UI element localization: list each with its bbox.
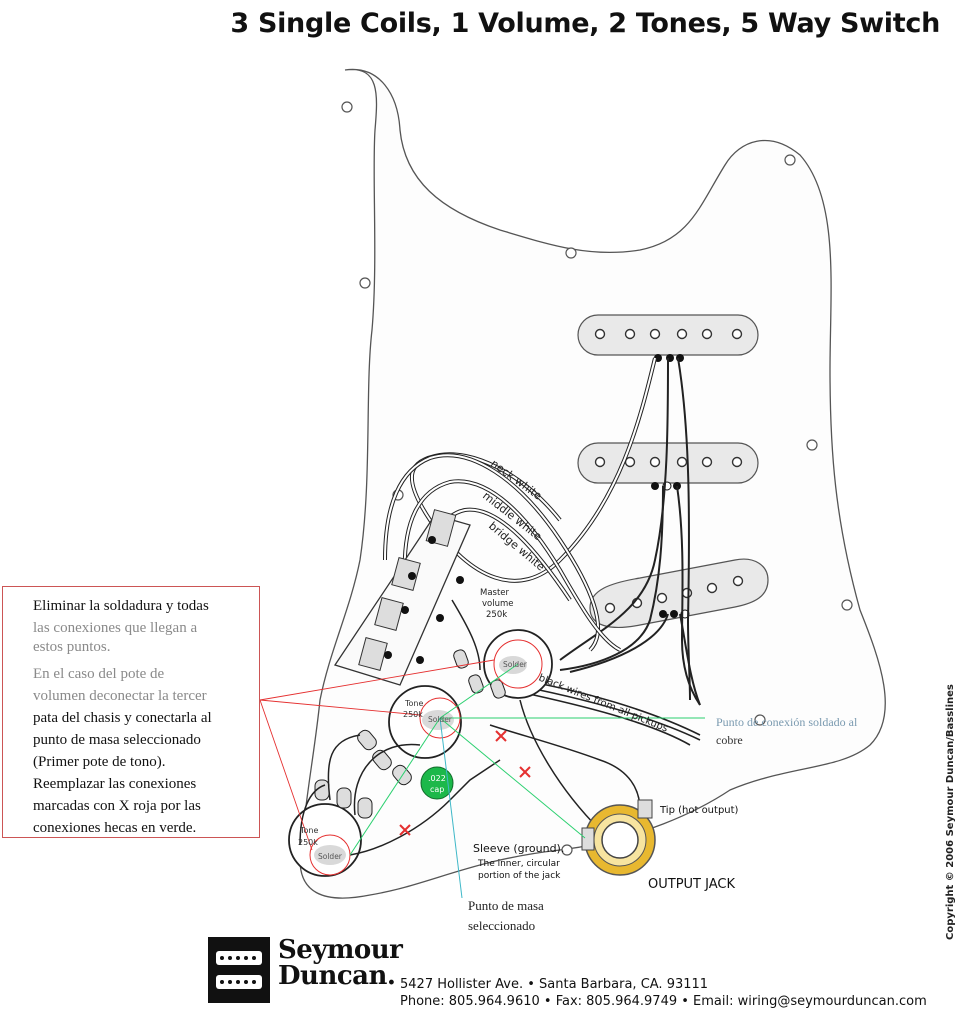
output-jack xyxy=(581,799,656,876)
master-volume-label-3: 250k xyxy=(486,610,507,620)
pot-wiring xyxy=(299,599,641,856)
neck-pickup xyxy=(577,314,759,362)
page-title: 3 Single Coils, 1 Volume, 2 Tones, 5 Way… xyxy=(230,8,940,39)
note-line: pata del chasis y conectarla al xyxy=(33,710,212,726)
connection-point-label-2: cobre xyxy=(716,733,743,747)
master-volume-label-2: volume xyxy=(482,599,514,609)
bridge-pickup xyxy=(589,558,769,628)
note-line: Eliminar la soldadura y todas xyxy=(33,598,209,614)
note-line: estos puntos. xyxy=(33,639,111,655)
note-line: volumen deconectar la tercer xyxy=(33,688,207,704)
note-line: (Primer pote de tono). xyxy=(33,754,166,770)
instruction-note-box: Eliminar la soldadura y todas las conexi… xyxy=(2,586,260,838)
ground-point-label-1: Punto de masa xyxy=(468,898,544,913)
tip-label: Tip (hot output) xyxy=(659,805,739,816)
sleeve-desc-1: The inner, circular xyxy=(477,859,560,869)
volume-solder-label: Solder xyxy=(503,660,528,669)
tone1-label-1: Tone xyxy=(404,699,423,708)
note-line: punto de masa seleccionado xyxy=(33,732,201,748)
pickguard-outline xyxy=(299,68,886,899)
company-address: 5427 Hollister Ave. • Santa Barbara, CA.… xyxy=(400,977,709,992)
brand-name-line2: Duncan. xyxy=(278,961,396,991)
tone2-label-1: Tone xyxy=(299,826,318,835)
sleeve-desc-2: portion of the jack xyxy=(478,871,561,881)
tone1-solder-label: Solder xyxy=(428,715,453,724)
note-line: Reemplazar las conexiones xyxy=(33,776,197,792)
callout-lines xyxy=(259,659,495,851)
new-connections-green xyxy=(349,663,705,856)
ground-pointer-line xyxy=(439,717,463,899)
note-line: las conexiones que llegan a xyxy=(33,620,198,636)
cap-label-1: .022 xyxy=(428,774,446,783)
cap-label-2: cap xyxy=(430,785,444,794)
note-line: conexiones hecas en verde. xyxy=(33,820,197,836)
ground-point-label-2: seleccionado xyxy=(468,918,535,933)
note-line: marcadas con X roja por las xyxy=(33,798,201,814)
tone-pot-2 xyxy=(288,779,373,877)
copyright-notice: Copyright © 2006 Seymour Duncan/Bassline… xyxy=(945,684,956,940)
five-way-switch xyxy=(333,509,471,686)
red-x-marks xyxy=(399,730,531,836)
company-contact: Phone: 805.964.9610 • Fax: 805.964.9749 … xyxy=(400,994,927,1009)
note-line: En el caso del pote de xyxy=(33,666,165,682)
tone1-label-2: 250k xyxy=(403,710,423,719)
capacitor xyxy=(420,766,454,800)
connection-point-label-1: Punto de conexión soldado al xyxy=(716,715,858,729)
master-volume-label-1: Master xyxy=(480,588,510,598)
tone2-label-2: 250k xyxy=(298,838,318,847)
sleeve-label: Sleeve (ground). xyxy=(473,842,564,855)
seymour-duncan-logo-icon xyxy=(208,937,270,1003)
brand-name-line1: Seymour xyxy=(278,935,403,965)
middle-pickup xyxy=(577,442,759,491)
tone2-solder-label: Solder xyxy=(318,852,343,861)
output-jack-label: OUTPUT JACK xyxy=(648,877,735,892)
